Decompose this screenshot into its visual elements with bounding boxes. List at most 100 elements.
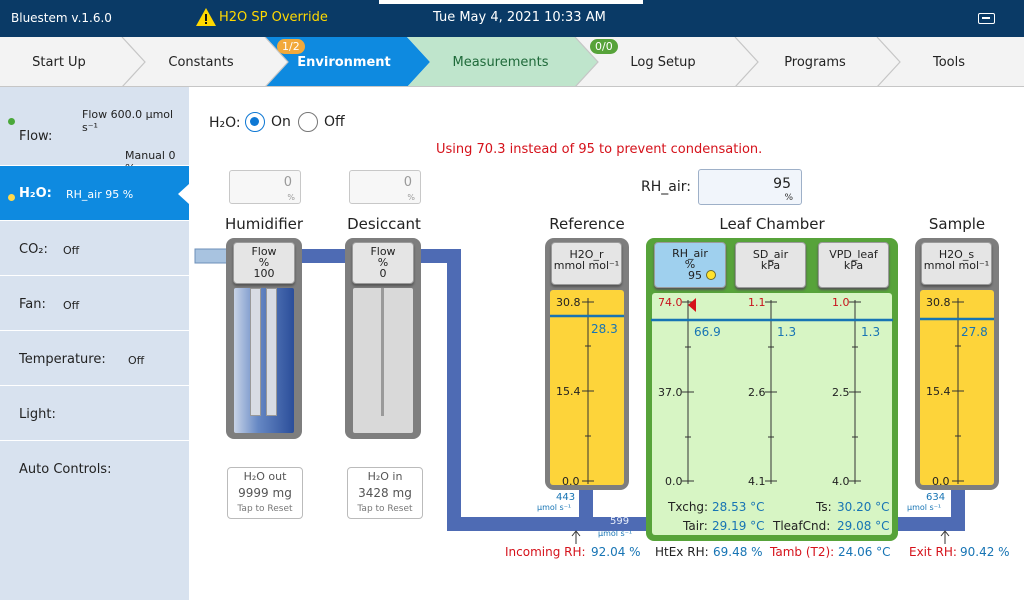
leaf-chamber-field [652,293,892,535]
h2o-in-title: H₂O in [367,470,403,483]
sample-tick-top: 30.8 [926,296,951,309]
condensation-warning: Using 70.3 instead of 95 to prevent cond… [436,142,763,157]
rh-air-button-title: RH_air [672,247,708,260]
warning-icon[interactable] [195,7,217,27]
measurements-badge: 0/0 [590,39,618,54]
rh-air-button[interactable]: RH_air % 95 [654,242,726,288]
sidebar-item-auto-controls[interactable]: Auto Controls: [0,441,189,496]
incoming-rh-label: Incoming RH: [505,545,586,559]
app-version: Bluestem v.1.6.0 [11,11,112,25]
desiccant-flow-unit: % [377,256,389,269]
reference-tick-top: 30.8 [556,296,581,309]
top-notch [379,0,643,4]
h2o-on-label[interactable]: On [271,114,291,130]
vpd-reading: 1.3 [861,325,881,339]
desiccant-setpoint-value: 0 [403,175,412,190]
tab-start-up[interactable]: Start Up [32,55,86,70]
vpd-leaf-button-unit: kPa [843,259,864,272]
h2o-in-reset-hint: Tap to Reset [357,504,413,514]
sd-scale-bottom: 4.1 [748,475,766,488]
exit-rh-value: 90.42 % [960,545,1010,559]
rh-air-status-icon [705,270,716,280]
sidebar-item-fan[interactable]: Fan: Off [0,276,189,331]
h2o-value: RH_air 95 % [66,188,134,201]
tair-value: 29.19 °C [712,519,765,533]
sd-scale-mid: 2.6 [748,386,766,399]
rh-air-input[interactable]: 95 % [698,169,802,205]
h2o-out-reset-hint: Tap to Reset [237,504,293,514]
vpd-leaf-button-title: VPD_leaf [829,248,878,261]
main-flow-value: 599 [610,516,630,527]
humidifier-setpoint-input[interactable]: 0 % [229,170,301,204]
sidebar-item-co2[interactable]: CO₂: Off [0,221,189,276]
desiccant-setpoint-unit: % [407,193,415,202]
reference-tick-bottom: 0.0 [562,475,580,488]
active-pointer-icon [178,184,189,204]
sample-header: Sample [928,215,986,233]
battery-icon[interactable] [978,13,995,24]
rh-air-button-value-row: 95 [686,270,725,281]
tab-bg-environment [265,37,430,87]
vpd-scale-top: 1.0 [832,296,850,309]
co2-label: CO₂: [19,242,48,257]
desiccant-flow-button[interactable]: Flow % 0 [352,242,414,284]
temperature-label: Temperature: [19,352,106,367]
sidebar-item-light[interactable]: Light: [0,386,189,441]
temperature-value: Off [128,354,145,367]
sidebar-item-h2o[interactable]: H₂O: RH_air 95 % [0,166,189,221]
rh-air-label: RH_air: [641,179,691,195]
fan-value: Off [63,299,80,312]
tab-programs[interactable]: Programs [784,55,846,70]
sample-gauge-fill [920,290,994,485]
humidifier-tube-right [266,288,277,416]
sample-reading: 27.8 [961,325,988,339]
flow-status-dot [8,118,15,125]
vpd-leaf-button[interactable]: VPD_leaf kPa [818,242,889,288]
tab-measurements[interactable]: Measurements [452,55,549,70]
sample-flow-unit: µmol s⁻¹ [907,503,942,512]
tleaf-value: 29.08 °C [837,519,890,533]
desiccant-tube [381,288,384,416]
date-time: Tue May 4, 2021 10:33 AM [433,10,606,25]
main-flow-unit: µmol s⁻¹ [598,529,633,538]
rh-air-value: 95 [773,176,791,192]
tab-tools[interactable]: Tools [932,55,966,70]
flow-value: Flow 600.0 µmol s⁻¹ [82,108,174,134]
tamb-label: Tamb (T2): [770,545,835,559]
tab-environment[interactable]: Environment [297,55,391,70]
sample-tick-bottom: 0.0 [932,475,950,488]
reference-reading: 28.3 [591,322,618,336]
tab-log-setup[interactable]: Log Setup [630,55,696,70]
flow-label: Flow: [19,129,53,144]
desiccant-flow-title: Flow [370,245,396,258]
sample-scale-axis [952,298,964,484]
h2o-in-sensor[interactable]: H₂O in 3428 mg Tap to Reset [347,467,423,519]
sd-scale-top: 1.1 [748,296,766,309]
chamber-scale-axes [682,300,861,484]
humidifier-flow-button[interactable]: Flow % 100 [233,242,295,284]
rh-scale-top: 74.0 [658,296,683,309]
h2o-s-button[interactable]: H2O_s mmol mol⁻¹ [921,242,992,285]
h2o-out-sensor[interactable]: H₂O out 9999 mg Tap to Reset [227,467,303,519]
h2o-off-label[interactable]: Off [324,114,345,130]
reference-gauge-fill [550,290,624,485]
reference-flow-unit: µmol s⁻¹ [537,503,572,512]
sidebar-item-temperature[interactable]: Temperature: Off [0,331,189,386]
ts-value: 30.20 °C [837,500,890,514]
h2o-on-radio[interactable] [245,112,265,132]
desiccant-setpoint-input[interactable]: 0 % [349,170,421,204]
h2o-off-radio[interactable] [298,112,318,132]
override-alert[interactable]: H2O SP Override [219,10,328,25]
humidifier-tube-left [250,288,261,416]
tab-constants[interactable]: Constants [168,55,234,70]
h2o-r-unit: mmol mol⁻¹ [553,259,620,272]
leaf-chamber-header: Leaf Chamber [719,215,825,233]
sample-flow-value: 634 [926,492,946,503]
reference-flow-value: 443 [556,492,576,503]
sidebar-item-flow[interactable]: Flow: Flow 600.0 µmol s⁻¹ Manual 0 % [0,87,189,175]
auto-controls-label: Auto Controls: [19,462,112,477]
h2o-r-button[interactable]: H2O_r mmol mol⁻¹ [551,242,622,285]
reference-header: Reference [549,215,625,233]
sd-air-button[interactable]: SD_air kPa [735,242,806,288]
